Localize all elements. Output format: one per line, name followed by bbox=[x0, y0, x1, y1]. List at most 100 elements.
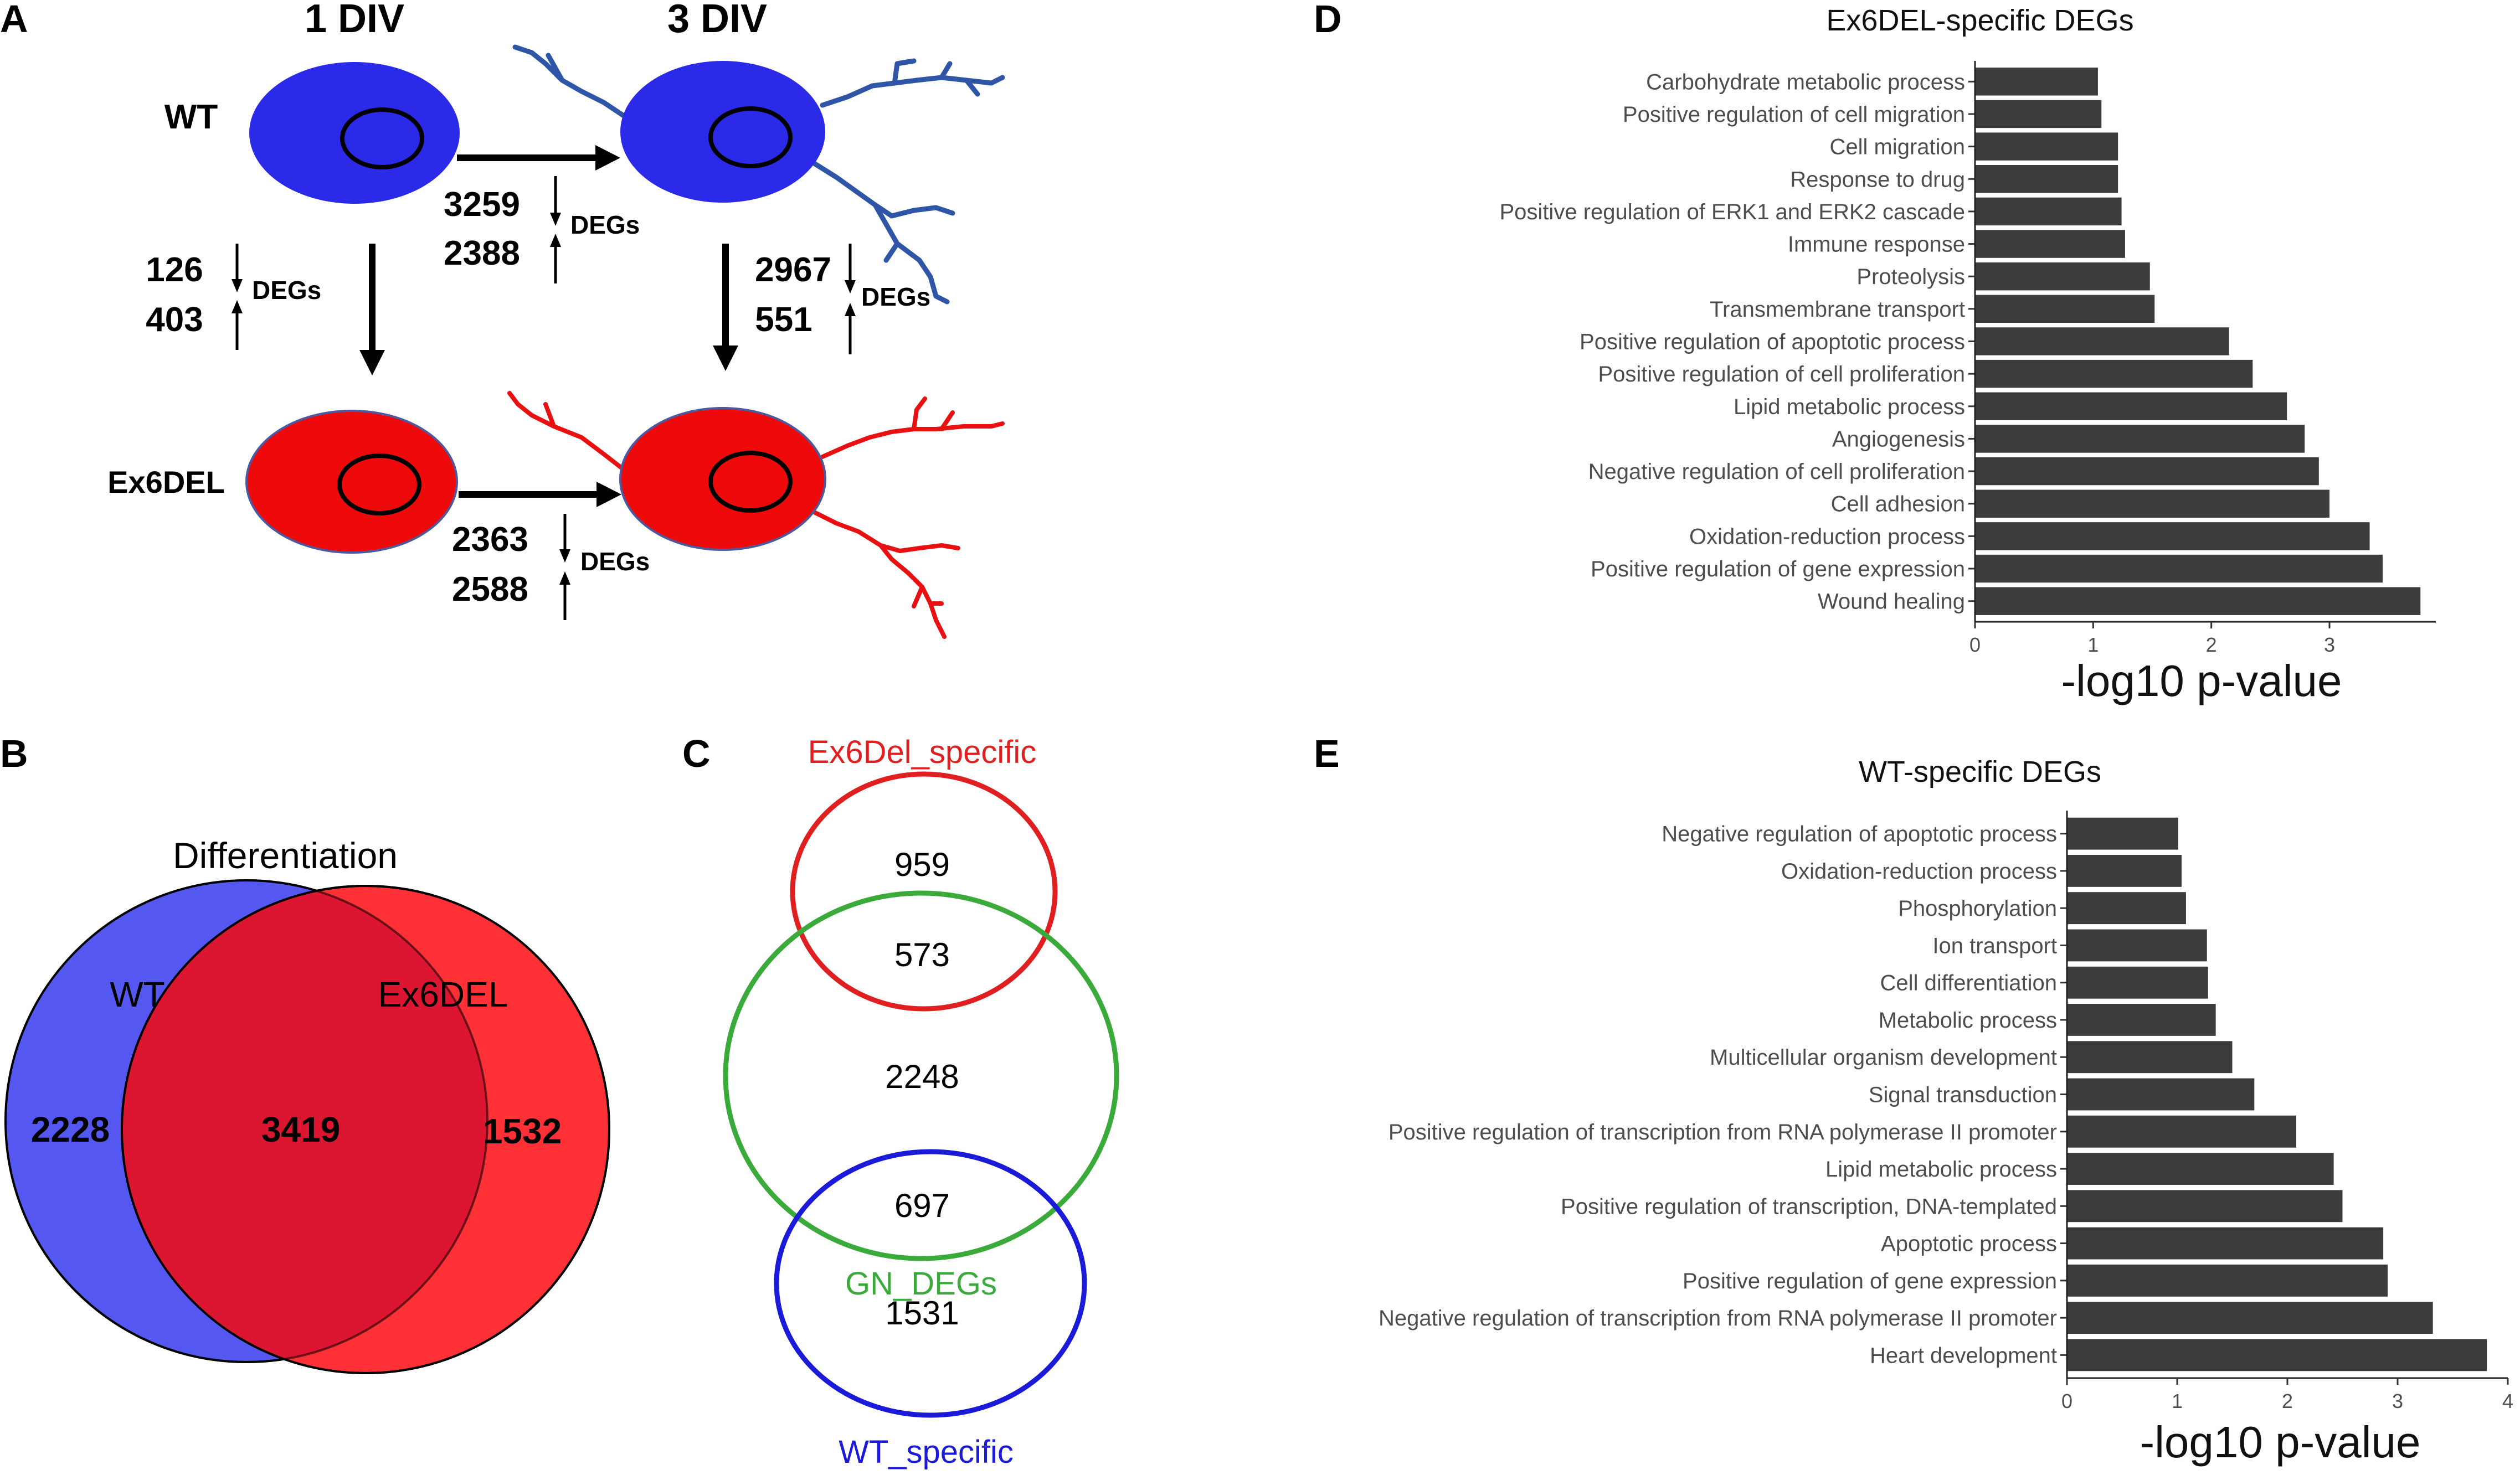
category-label: Oxidation-reduction process bbox=[1689, 524, 1965, 549]
venn-c-ex-only: 959 bbox=[894, 846, 950, 883]
bar bbox=[2067, 817, 2178, 850]
category-label: Positive regulation of apoptotic process bbox=[1580, 330, 1965, 354]
bar bbox=[1975, 327, 2229, 355]
x-tick-label: 0 bbox=[2061, 1390, 2072, 1412]
nucleus-ex6del-3div bbox=[708, 451, 793, 513]
bar bbox=[1975, 359, 2253, 388]
category-label: Negative regulation of transcription fro… bbox=[1379, 1306, 2057, 1330]
bar bbox=[2067, 892, 2186, 925]
venn-b-wt-label: WT bbox=[110, 974, 165, 1014]
venn-c-gn-label: GN_DEGs bbox=[845, 1266, 997, 1302]
category-label: Wound healing bbox=[1818, 590, 1965, 614]
category-label: Positive regulation of ERK1 and ERK2 cas… bbox=[1500, 200, 1966, 224]
venn-c-gn-wt: 697 bbox=[894, 1187, 950, 1224]
venn-c-ex-label: Ex6Del_specific bbox=[808, 734, 1037, 770]
category-label: Phosphorylation bbox=[1898, 896, 2057, 921]
bar bbox=[2067, 1227, 2384, 1260]
venn-c-wt-circle bbox=[774, 1149, 1087, 1418]
cell-ex6del-1div bbox=[245, 410, 458, 554]
nucleus-ex6del-1div bbox=[337, 453, 421, 515]
category-label: Heart development bbox=[1870, 1343, 2057, 1368]
nucleus-wt-1div bbox=[340, 107, 424, 169]
bar bbox=[1975, 392, 2287, 421]
category-label: Oxidation-reduction process bbox=[1781, 859, 2057, 884]
x-axis-label: -log10 p-value bbox=[2061, 656, 2342, 705]
panel-a: A 1 DIV 3 DIV WT Ex6DEL bbox=[0, 0, 1005, 639]
category-label: Positive regulation of transcription, DN… bbox=[1561, 1194, 2057, 1219]
category-label: Lipid metabolic process bbox=[1734, 395, 1965, 419]
x-tick-label: 0 bbox=[1969, 633, 1981, 656]
bar bbox=[1975, 165, 2118, 193]
main-arrows bbox=[359, 145, 738, 507]
bar bbox=[2067, 854, 2182, 887]
category-label: Transmembrane transport bbox=[1710, 297, 1965, 322]
cell-wt-3div bbox=[620, 61, 825, 203]
degs-1div-down: 126 bbox=[146, 251, 203, 289]
venn-c-gn-circle bbox=[723, 890, 1119, 1261]
x-tick-label: 2 bbox=[2282, 1390, 2293, 1412]
panel-c: C Ex6Del_specific 959 573 2248 697 GN_DE… bbox=[682, 732, 1119, 1470]
category-label: Apoptotic process bbox=[1881, 1232, 2057, 1256]
venn-b-wt-only: 2228 bbox=[31, 1110, 110, 1149]
degs-ex-1to3: 2363 2588 DEGs bbox=[452, 514, 650, 620]
venn-b-ex-only: 1532 bbox=[483, 1111, 562, 1151]
col-label-1div: 1 DIV bbox=[305, 0, 404, 41]
bar bbox=[2067, 966, 2208, 999]
bar bbox=[2067, 1190, 2343, 1223]
panel-b-letter: B bbox=[0, 732, 28, 775]
degs-3div-down: 2967 bbox=[755, 251, 831, 289]
col-label-3div: 3 DIV bbox=[667, 0, 767, 41]
degs-ex-1to3-down: 2363 bbox=[452, 520, 528, 559]
degs-1div-wt-vs-ex: 126 403 DEGs bbox=[146, 244, 321, 350]
degs-ex-1to3-label: DEGs bbox=[580, 547, 650, 576]
category-label: Positive regulation of transcription fro… bbox=[1388, 1120, 2057, 1144]
venn-c-ex-circle bbox=[790, 771, 1058, 1012]
x-tick-label: 2 bbox=[2206, 633, 2217, 656]
category-label: Multicellular organism development bbox=[1710, 1045, 2057, 1070]
bar bbox=[2067, 1004, 2216, 1036]
bar bbox=[1975, 554, 2383, 583]
panel-b: B Differentiation WT Ex6DEL 2228 3419 15… bbox=[0, 732, 610, 1374]
bar bbox=[2067, 1041, 2233, 1074]
category-label: Positive regulation of cell proliferatio… bbox=[1598, 362, 1965, 386]
degs-wt-1to3-label: DEGs bbox=[570, 210, 640, 239]
degs-1div-up: 403 bbox=[146, 301, 203, 339]
venn-b-overlap bbox=[122, 886, 487, 1362]
bar bbox=[1975, 489, 2329, 518]
category-label: Immune response bbox=[1788, 233, 1965, 257]
x-tick-label: 3 bbox=[2324, 633, 2335, 656]
bar bbox=[2067, 1153, 2334, 1185]
degs-ex-1to3-up: 2588 bbox=[452, 570, 528, 608]
bar bbox=[1975, 262, 2150, 291]
category-label: Carbohydrate metabolic process bbox=[1646, 70, 1965, 94]
bar bbox=[1975, 425, 2305, 453]
venn-b-title: Differentiation bbox=[173, 835, 398, 876]
row-label-wt: WT bbox=[164, 98, 218, 136]
nucleus-wt-3div bbox=[708, 106, 793, 168]
x-axis-label: -log10 p-value bbox=[2140, 1417, 2421, 1467]
degs-1div-label: DEGs bbox=[252, 276, 321, 305]
cell-ex6del-3div bbox=[619, 407, 826, 551]
bar bbox=[2067, 929, 2207, 962]
category-label: Signal transduction bbox=[1869, 1083, 2057, 1107]
bar bbox=[1975, 295, 2155, 323]
bar bbox=[2067, 1302, 2433, 1334]
degs-3div-label: DEGs bbox=[861, 282, 930, 311]
venn-b-overlap-count: 3419 bbox=[261, 1110, 340, 1149]
x-tick-label: 1 bbox=[2172, 1390, 2183, 1412]
degs-3div-up: 551 bbox=[755, 301, 812, 339]
category-label: Positive regulation of gene expression bbox=[1683, 1269, 2057, 1293]
wt-neurites bbox=[512, 44, 1005, 305]
panel-e-letter: E bbox=[1314, 732, 1340, 775]
degs-wt-1to3-up: 2388 bbox=[444, 234, 520, 272]
bar bbox=[1975, 522, 2370, 550]
category-label: Proteolysis bbox=[1856, 265, 1965, 289]
row-label-ex6del: Ex6DEL bbox=[107, 465, 225, 499]
panel-a-letter: A bbox=[0, 0, 28, 40]
x-tick-label: 1 bbox=[2087, 633, 2099, 656]
chart-title: WT-specific DEGs bbox=[1859, 755, 2101, 788]
